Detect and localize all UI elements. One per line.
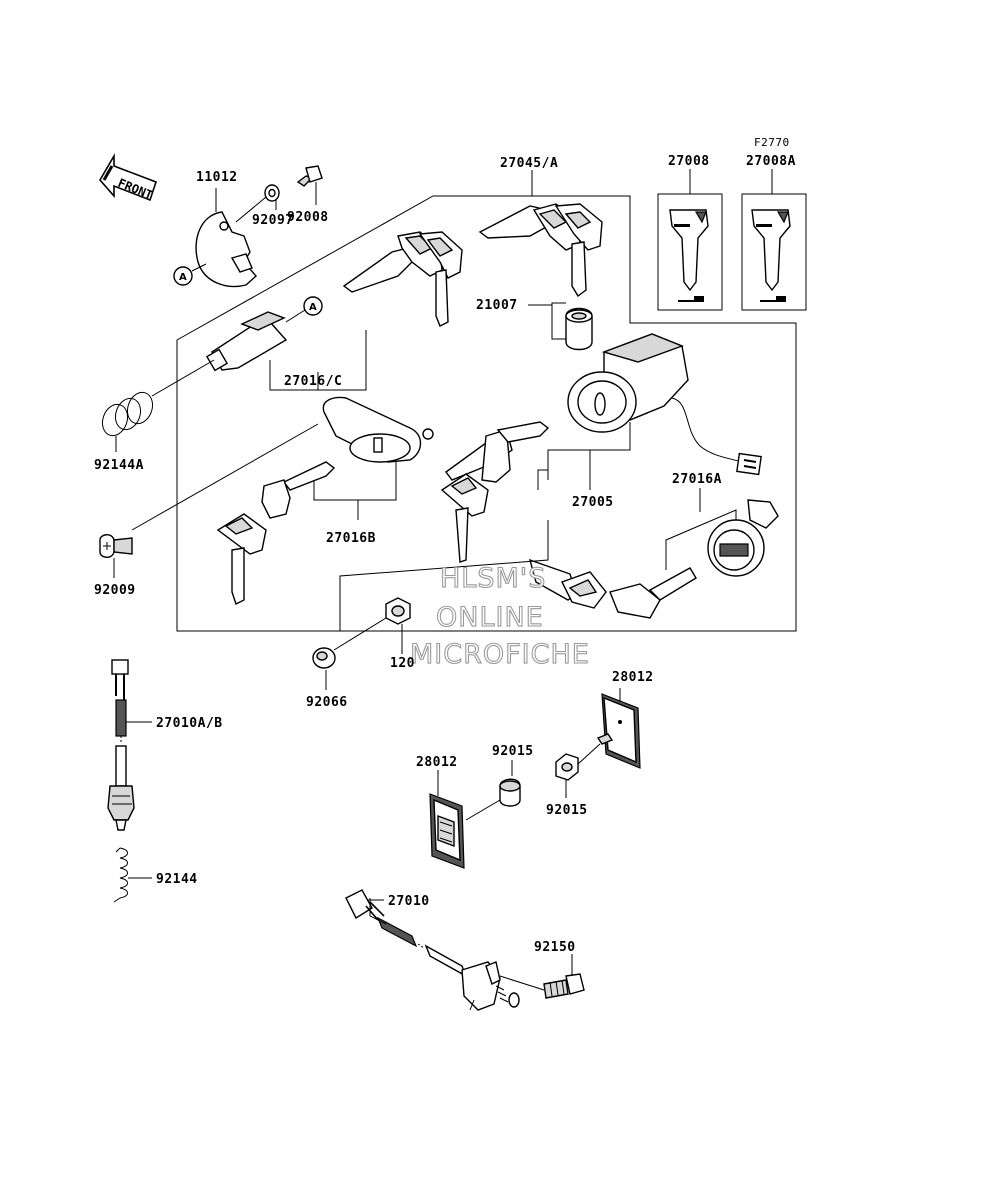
part-label-27010ab: 27010A/B bbox=[156, 716, 223, 731]
nut-120 bbox=[385, 597, 411, 654]
reflector-28012-right bbox=[596, 688, 641, 769]
key-pair-27016c bbox=[342, 231, 463, 327]
key-pair-27016b bbox=[216, 461, 336, 605]
bolt-92150 bbox=[499, 954, 585, 999]
key-cap-21007 bbox=[528, 302, 593, 351]
part-label-92008: 92008 bbox=[287, 210, 329, 225]
ignition-switch-27005 bbox=[567, 333, 762, 476]
part-label-92009: 92009 bbox=[94, 583, 136, 598]
switch-27010ab bbox=[107, 659, 152, 831]
nut-92015-right bbox=[555, 743, 601, 798]
part-label-21007: 21007 bbox=[476, 298, 518, 313]
key-card-27008 bbox=[657, 193, 723, 311]
assembly-outline bbox=[176, 195, 797, 632]
part-label-27008: 27008 bbox=[668, 154, 710, 169]
leader-27005 bbox=[547, 422, 631, 480]
part-label-27016c: 27016/C bbox=[284, 374, 342, 389]
svg-text:A: A bbox=[179, 272, 187, 283]
key-pair-27016a bbox=[528, 558, 697, 619]
part-label-28012-mid: 28012 bbox=[416, 755, 458, 770]
part-label-92066: 92066 bbox=[306, 695, 348, 710]
part-label-92144a: 92144A bbox=[94, 458, 144, 473]
spring-92144a bbox=[101, 359, 215, 452]
part-label-11012: 11012 bbox=[196, 170, 238, 185]
reflector-28012-mid bbox=[429, 770, 465, 869]
screw-92009 bbox=[99, 423, 319, 578]
bolt-92008 bbox=[296, 165, 323, 205]
svg-text:A: A bbox=[309, 302, 317, 313]
part-label-27005: 27005 bbox=[572, 495, 614, 510]
part-label-27016a: 27016A bbox=[672, 472, 722, 487]
part-label-120: 120 bbox=[390, 656, 415, 671]
svg-text:MICROFICHE: MICROFICHE bbox=[410, 639, 590, 670]
bracket-plate-11012 bbox=[195, 188, 257, 288]
spring-92144 bbox=[113, 847, 152, 903]
part-label-27008a: 27008A bbox=[746, 154, 796, 169]
part-label-27010: 27010 bbox=[388, 894, 430, 909]
lock-cylinder-27016c bbox=[205, 311, 288, 372]
part-label-92144: 92144 bbox=[156, 872, 198, 887]
part-label-27045a: 27045/A bbox=[500, 156, 558, 171]
callout-a-mid: A bbox=[285, 296, 323, 323]
key-card-27008a bbox=[741, 193, 807, 311]
key-pair-27005 bbox=[440, 421, 550, 563]
part-label-92015-mid: 92015 bbox=[492, 744, 534, 759]
nut-92015-mid bbox=[465, 760, 521, 821]
svg-text:HLSM'S: HLSM'S bbox=[440, 563, 546, 594]
grommet-92066 bbox=[312, 617, 387, 690]
part-label-92097: 92097 bbox=[252, 213, 294, 228]
seat-lock-27016b bbox=[313, 396, 434, 520]
washer-92097 bbox=[235, 184, 280, 223]
storage-lock-27016a bbox=[707, 499, 779, 577]
part-label-27016b: 27016B bbox=[326, 531, 376, 546]
front-arrow-icon: FRONT bbox=[99, 153, 158, 202]
switch-27010 bbox=[345, 889, 520, 1011]
svg-text:ONLINE: ONLINE bbox=[436, 602, 544, 633]
watermark: HLSM'S ONLINE MICROFICHE bbox=[409, 562, 590, 670]
key-pair-27045a bbox=[478, 203, 603, 298]
callout-a-left: A bbox=[173, 263, 207, 286]
part-label-28012-right: 28012 bbox=[612, 670, 654, 685]
part-label-92015-right: 92015 bbox=[546, 803, 588, 818]
figure-code: F2770 bbox=[754, 136, 790, 149]
part-label-92150: 92150 bbox=[534, 940, 576, 955]
